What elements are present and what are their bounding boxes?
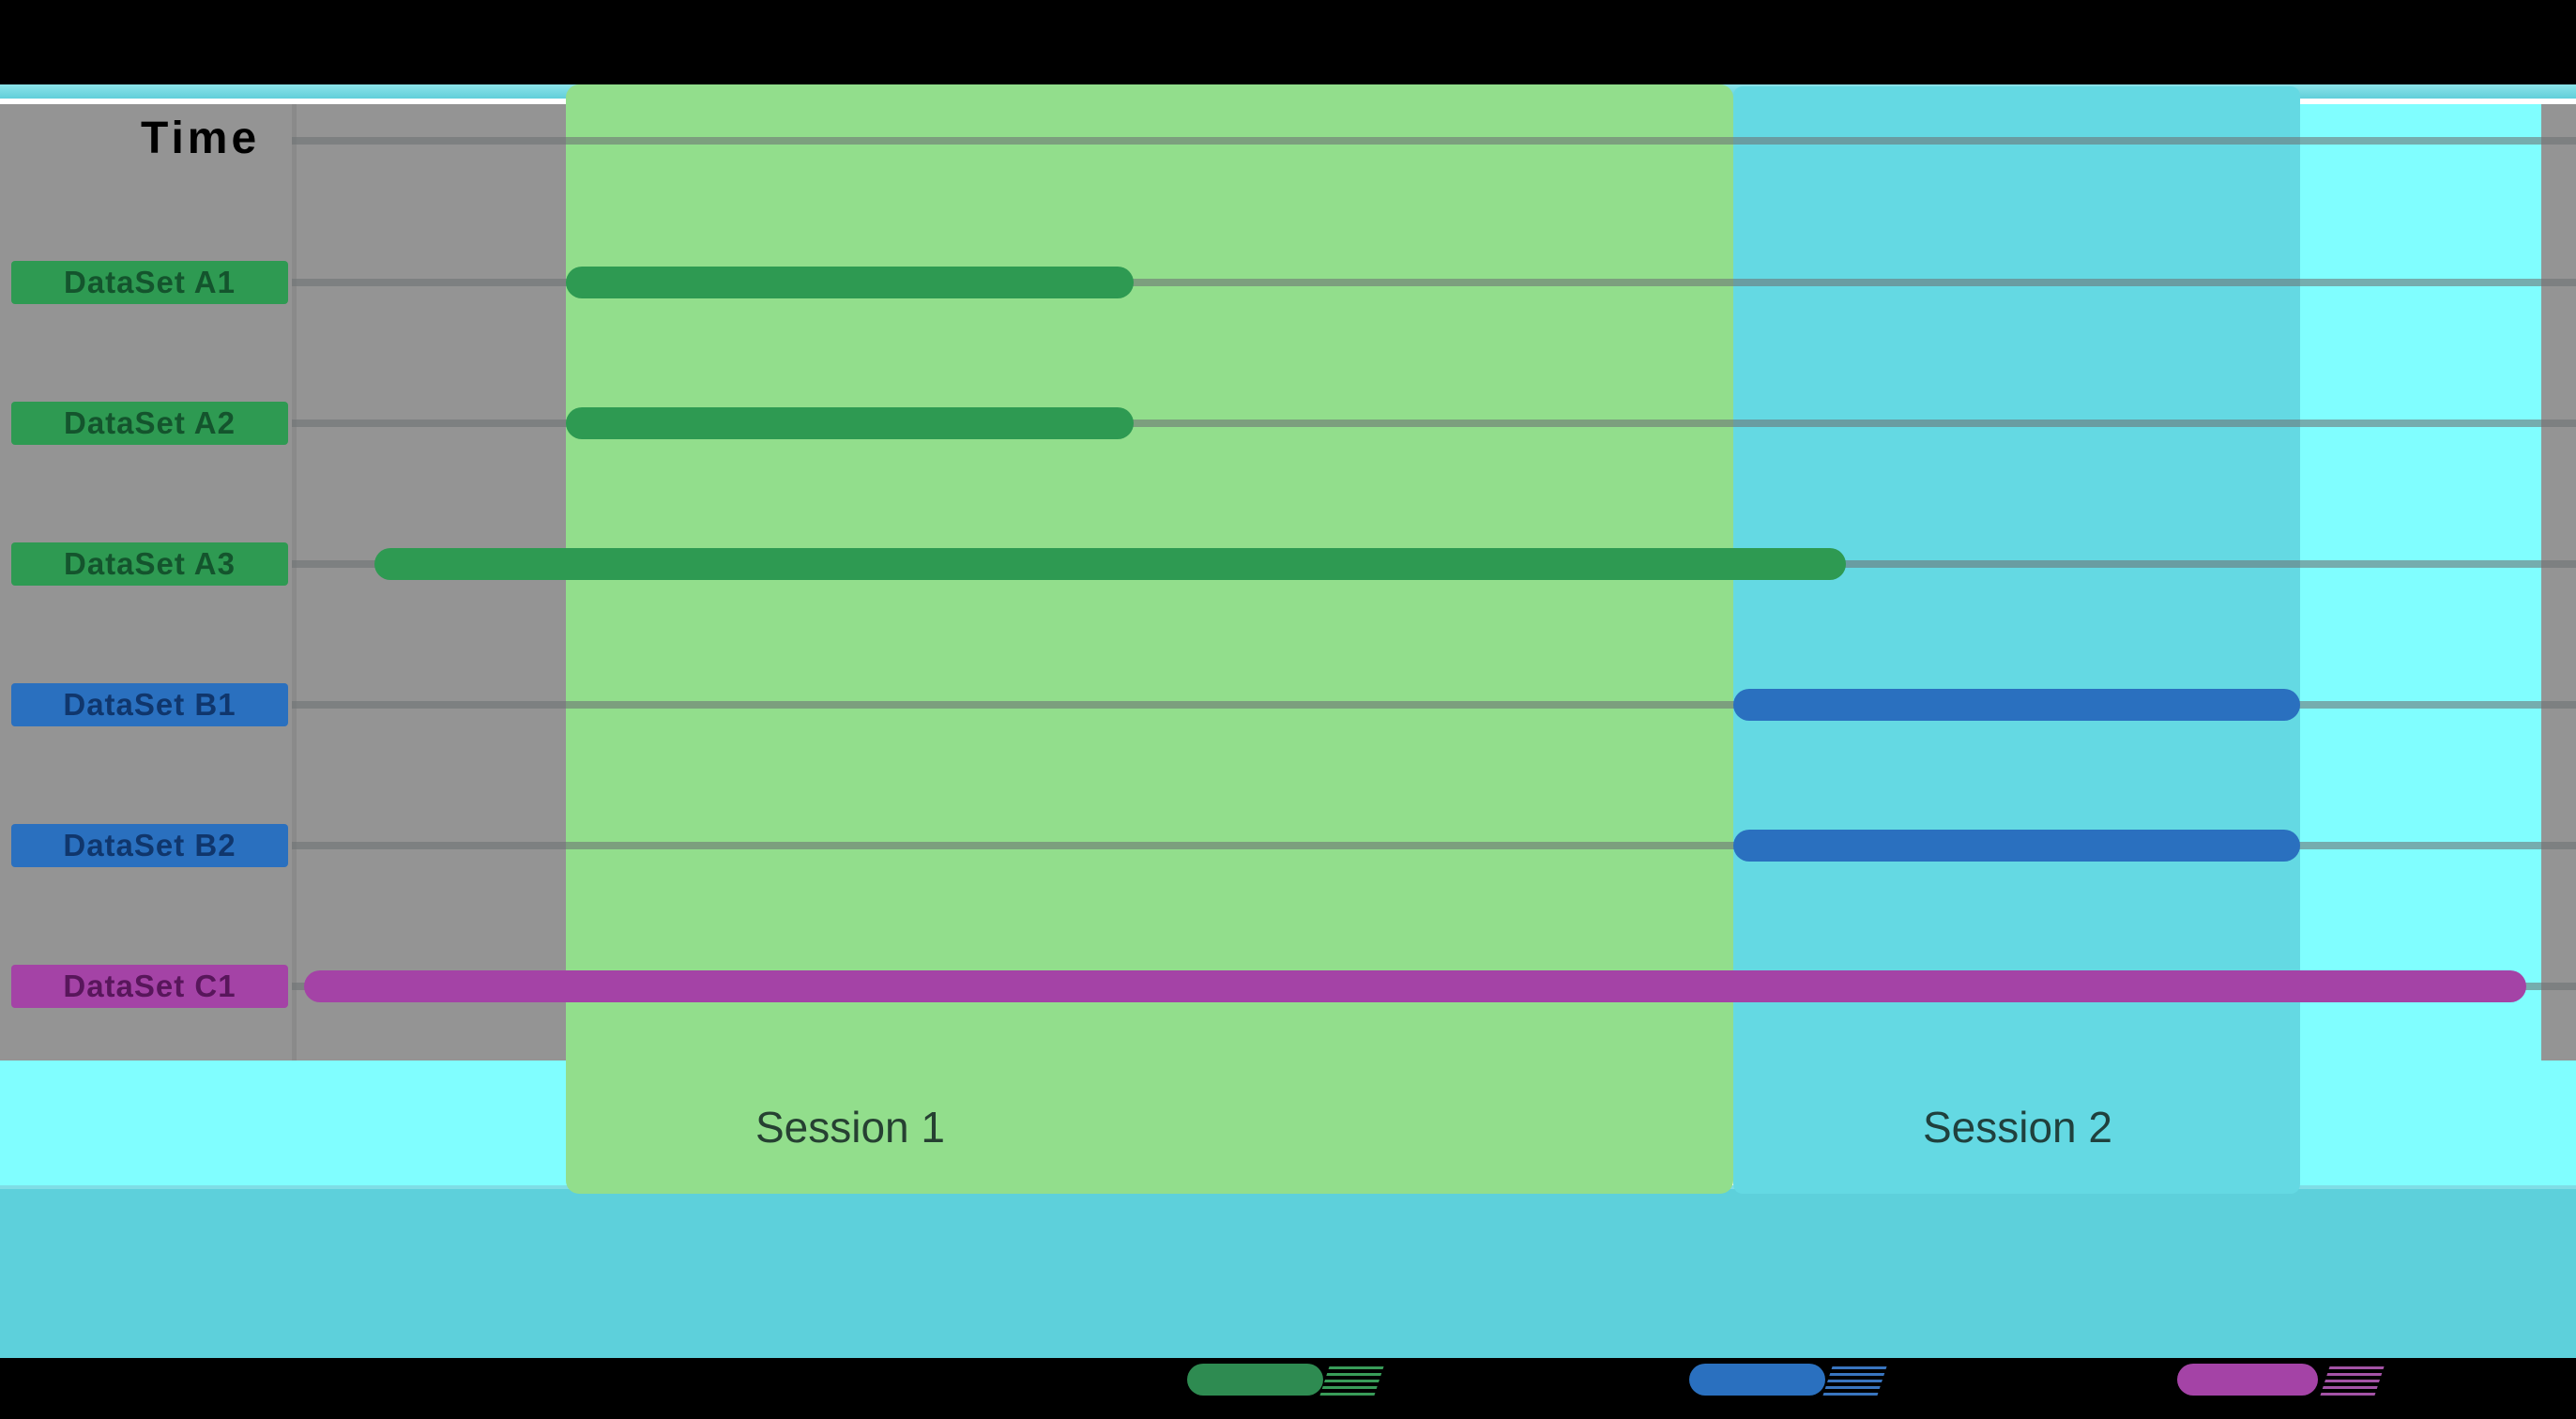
bar-dataset-b1 bbox=[1733, 689, 2300, 721]
row-label-dataset-c1: DataSet C1 bbox=[11, 965, 288, 1008]
gridline-row-4 bbox=[292, 701, 2576, 709]
legend-swatch-series-a bbox=[1187, 1364, 1323, 1396]
post-session-band bbox=[2300, 104, 2541, 1060]
bar-dataset-a1 bbox=[566, 267, 1134, 298]
legend-swatch-series-b bbox=[1689, 1364, 1825, 1396]
gridline-row-2 bbox=[292, 420, 2576, 427]
bar-dataset-a3 bbox=[374, 548, 1846, 580]
row-label-dataset-a1: DataSet A1 bbox=[11, 261, 288, 304]
session-1-band bbox=[566, 84, 1733, 1194]
post-session-band-lower bbox=[2300, 1060, 2576, 1185]
row-label-dataset-a2: DataSet A2 bbox=[11, 402, 288, 445]
gridline-time bbox=[292, 137, 2576, 145]
legend-swatch-series-c bbox=[2177, 1364, 2318, 1396]
top-black-band bbox=[0, 0, 2576, 84]
row-label-dataset-b2: DataSet B2 bbox=[11, 824, 288, 867]
lower-left-highlight-band bbox=[0, 1060, 568, 1185]
bar-dataset-b2 bbox=[1733, 830, 2300, 862]
bar-dataset-c1 bbox=[304, 970, 2526, 1002]
bottom-accent-band bbox=[0, 1185, 2576, 1362]
row-label-dataset-a3: DataSet A3 bbox=[11, 542, 288, 586]
gridline-row-5 bbox=[292, 842, 2576, 849]
legend-label-remnant-series-b bbox=[1822, 1364, 1888, 1396]
legend-label-remnant-series-c bbox=[2320, 1364, 2385, 1396]
session-2-label: Session 2 bbox=[1922, 1103, 2112, 1152]
bar-dataset-a2 bbox=[566, 407, 1134, 439]
row-label-dataset-b1: DataSet B1 bbox=[11, 683, 288, 726]
time-axis-header: Time bbox=[141, 114, 261, 163]
legend-label-remnant-series-a bbox=[1319, 1364, 1385, 1396]
session-2-band bbox=[1733, 86, 2300, 1194]
y-axis-line bbox=[292, 104, 297, 1060]
gridline-row-1 bbox=[292, 279, 2576, 286]
session-1-label: Session 1 bbox=[755, 1103, 945, 1152]
